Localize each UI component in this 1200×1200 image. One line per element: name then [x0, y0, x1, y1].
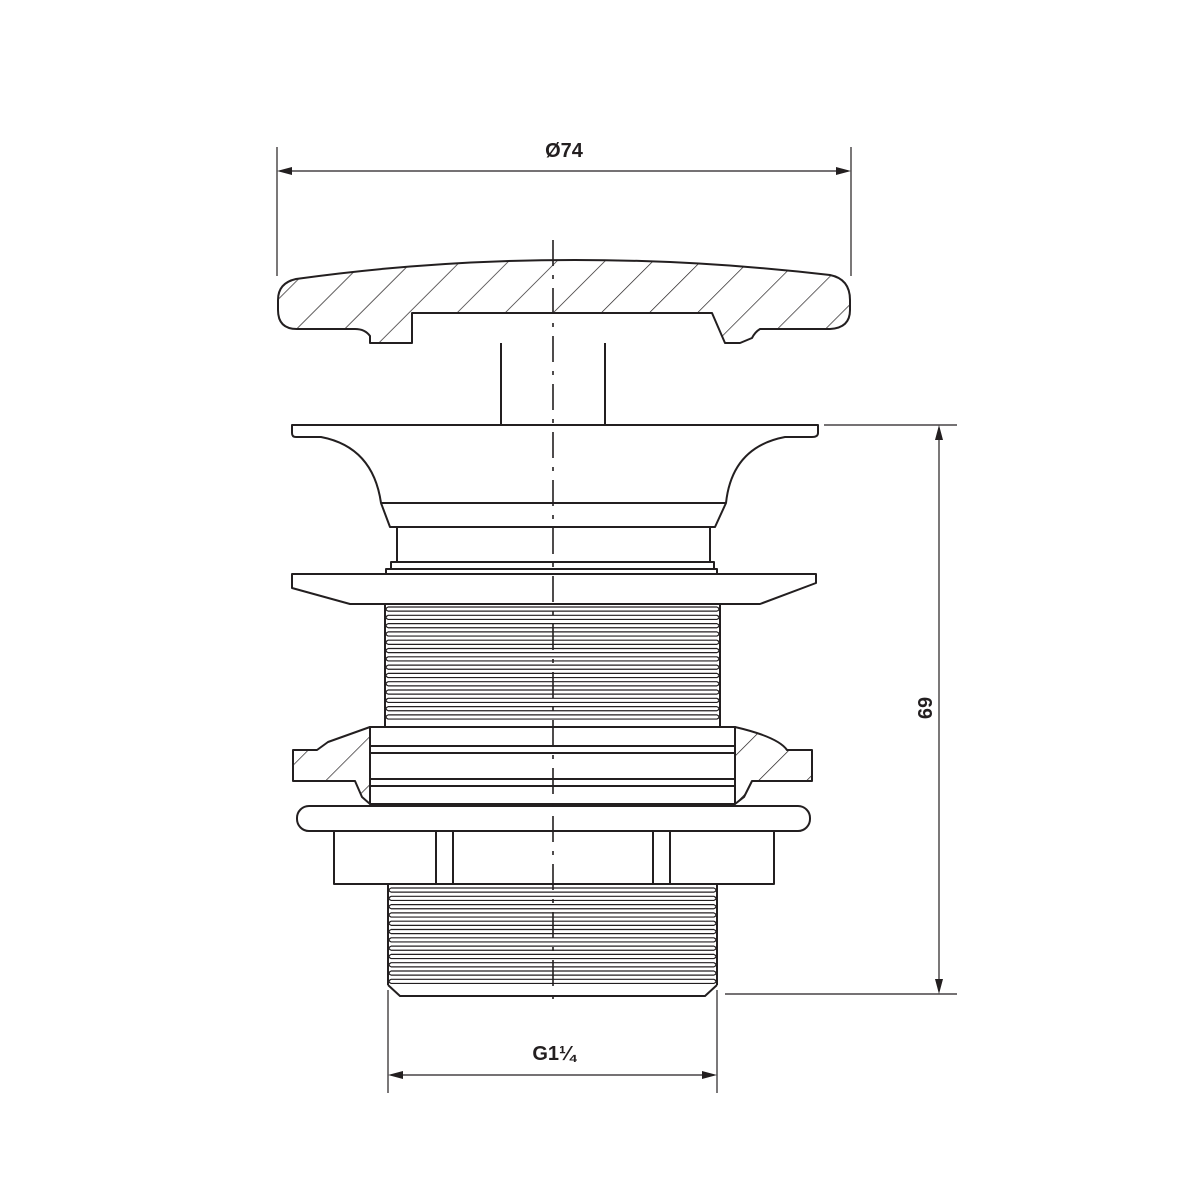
plug-cap: [277, 258, 851, 344]
dimension-top-diameter-label: Ø74: [545, 140, 584, 162]
hex-nut: [333, 830, 775, 885]
thread-ridge: [388, 904, 717, 910]
upper-washer: [291, 573, 817, 605]
thread-ridge: [385, 606, 720, 612]
thread-ridge: [385, 697, 720, 704]
thread-ridge: [385, 714, 720, 720]
plug-cap-section: [277, 258, 851, 344]
plug-stem: [500, 343, 606, 425]
thread-ridge: [388, 953, 717, 960]
thread-ridge: [388, 937, 717, 943]
lock-nut: [292, 726, 813, 805]
dimension-overall-height-label: 69: [913, 697, 935, 719]
dimension-thread-size: G1¼: [387, 990, 718, 1093]
thread-ridge: [385, 614, 720, 621]
dimension-thread-size-label: G1¼: [532, 1043, 578, 1065]
lock-nut-left-section: [292, 726, 371, 805]
thread-ridge: [385, 664, 720, 670]
lock-nut-right-section: [734, 726, 813, 805]
dimension-overall-height: 69: [725, 424, 957, 995]
waste-flange: [291, 424, 819, 575]
dimension-top-diameter: Ø74: [276, 140, 852, 276]
